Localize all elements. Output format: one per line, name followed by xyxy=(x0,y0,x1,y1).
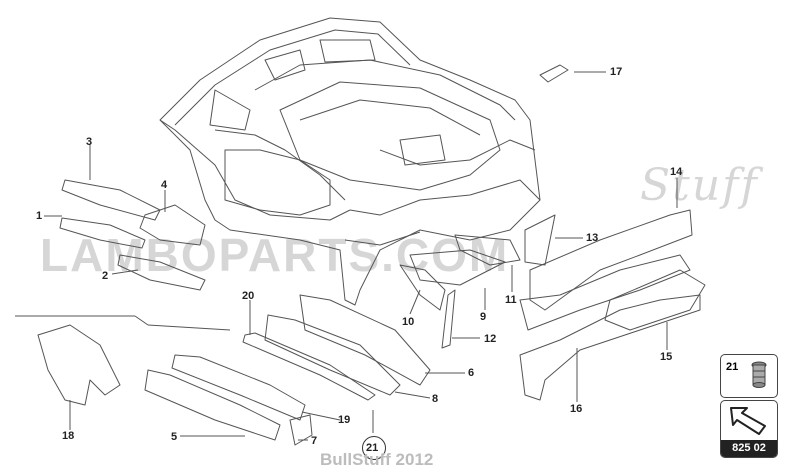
callout-7: 7 xyxy=(311,435,318,447)
part-14-panel xyxy=(529,209,693,311)
part-20-strip xyxy=(242,332,376,401)
callout-4: 4 xyxy=(161,179,168,191)
callout-13: 13 xyxy=(586,232,599,244)
part-3-panel xyxy=(61,179,161,221)
part-9-panel xyxy=(409,249,506,286)
fastener-icon xyxy=(751,361,767,388)
part-7-panel xyxy=(289,414,313,446)
callout-5: 5 xyxy=(171,431,178,443)
part-8-panel xyxy=(264,314,401,396)
part-11-panel xyxy=(454,234,521,266)
ref-part-number: 21 xyxy=(726,361,739,373)
part-5-panel xyxy=(144,369,281,441)
callout-15: 15 xyxy=(660,351,673,363)
callout-3: 3 xyxy=(86,136,93,148)
part-13-panel xyxy=(519,254,691,331)
part-17-bracket xyxy=(539,64,569,83)
callout-21-circle xyxy=(362,436,386,460)
part-1-panel xyxy=(59,217,146,249)
callout-2: 2 xyxy=(102,270,109,282)
part-6-panel xyxy=(299,294,431,386)
callout-18: 18 xyxy=(62,430,75,442)
callout-6: 6 xyxy=(468,367,475,379)
car-body-outline xyxy=(159,17,541,306)
callout-16: 16 xyxy=(570,403,583,415)
callout-21: 21 xyxy=(366,442,379,454)
part-10-panel xyxy=(399,264,446,311)
part-2-panel xyxy=(117,254,206,291)
callout-17: 17 xyxy=(610,66,623,78)
callout-11: 11 xyxy=(505,294,517,306)
callout-9: 9 xyxy=(480,311,487,323)
diagram-code-box: 825 02 xyxy=(720,400,778,458)
callout-1: 1 xyxy=(36,210,43,222)
part-18-panel xyxy=(37,324,121,406)
callout-10: 10 xyxy=(402,316,415,328)
part-16-panel xyxy=(519,294,701,401)
part-15-panel xyxy=(604,269,706,331)
callout-19: 19 xyxy=(338,414,351,426)
footer-credit: BullStuff 2012 xyxy=(320,450,434,469)
part-21-reference-box: 21 xyxy=(720,354,778,398)
part-12-strip xyxy=(441,289,456,349)
diagram-code: 825 02 xyxy=(721,440,777,457)
part-11-fin xyxy=(524,214,556,266)
callout-20: 20 xyxy=(242,290,255,302)
callout-12: 12 xyxy=(484,333,497,345)
part-4-panel xyxy=(139,204,206,246)
callout-8: 8 xyxy=(432,393,439,405)
callout-14: 14 xyxy=(670,166,683,178)
arrow-icon xyxy=(730,407,766,435)
